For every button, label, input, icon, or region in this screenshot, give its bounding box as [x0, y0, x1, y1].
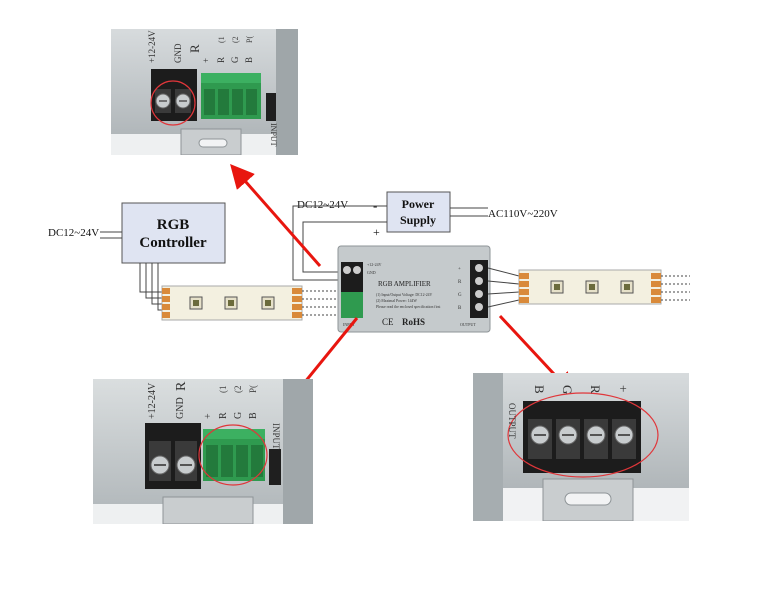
- controller-label-2: Controller: [139, 235, 207, 251]
- label-pin-num-2: (2: [233, 386, 243, 394]
- label-pin-plus: +: [616, 385, 631, 392]
- power-output-label: DC12~24V: [297, 199, 348, 211]
- highlight-circle: [507, 392, 659, 478]
- label-pin-g: G: [560, 385, 575, 394]
- amp-input-label: INPUT: [343, 322, 355, 327]
- power-label-1: Power: [402, 197, 435, 211]
- label-pin-num-2: (2: [231, 36, 240, 43]
- amp-out-r: R: [458, 280, 462, 285]
- photo-input-terminal-bottom-left-graphic: +12-24V GND R + R G B (1 (2 P( INPUT: [93, 379, 313, 524]
- amp-ce: CE: [382, 317, 394, 327]
- label-pin-num-1: (1: [217, 36, 226, 43]
- amp-rohs: RoHS: [402, 317, 425, 327]
- amp-line2: (2) Maximal Power: 144W: [376, 299, 417, 303]
- label-big-r: R: [187, 44, 202, 53]
- amp-line3: Please read the enclosed specification f…: [376, 305, 441, 309]
- photo-output-terminal-bottom-right: B G R + OUTPUT: [473, 373, 689, 521]
- label-input: INPUT: [269, 123, 278, 147]
- power-input-label: AC110V~220V: [488, 208, 558, 220]
- controller-label-1: RGB: [157, 217, 190, 233]
- label-big-r: R: [174, 381, 189, 391]
- amp-out-g: G: [458, 293, 462, 298]
- label-pin-plus: +: [201, 58, 211, 63]
- amp-vin: +12-24V: [367, 262, 382, 267]
- photo-input-terminal-top: +12-24V GND R + R G B (1 (2 P( INPUT: [111, 29, 298, 155]
- label-pin-num-1: (1: [218, 386, 228, 394]
- label-pin-r: R: [588, 385, 603, 394]
- label-pin-num-3: P(: [248, 385, 258, 393]
- amp-out-b: B: [458, 306, 462, 311]
- photo-input-terminal-bottom-left: +12-24V GND R + R G B (1 (2 P( INPUT: [93, 379, 313, 524]
- label-gnd: GND: [173, 43, 183, 63]
- rgb-controller-box: [121, 202, 226, 264]
- power-label-2: Supply: [400, 213, 436, 227]
- amp-out-plus: +: [458, 267, 461, 272]
- power-supply-box: [386, 191, 451, 233]
- label-pin-b: B: [248, 412, 259, 419]
- label-pin-b: B: [244, 57, 254, 63]
- amp-gnd: GND: [367, 270, 376, 275]
- arrow-to-top-photo: [230, 163, 322, 267]
- label-vin: +12-24V: [147, 30, 157, 63]
- label-pin-g: G: [233, 412, 244, 419]
- amp-title: RGB AMPLIFIER: [378, 280, 431, 288]
- highlight-circle: [150, 80, 196, 126]
- label-pin-r: R: [216, 57, 226, 63]
- label-pin-plus: +: [203, 413, 214, 419]
- amp-output-label: OUTPUT: [460, 322, 476, 327]
- label-pin-g: G: [230, 56, 240, 63]
- label-pin-b: B: [532, 385, 547, 394]
- photo-output-terminal-bottom-right-graphic: B G R + OUTPUT: [473, 373, 689, 521]
- photo-input-terminal-top-graphic: +12-24V GND R + R G B (1 (2 P( INPUT: [111, 29, 298, 155]
- plus-sign: +: [373, 225, 380, 239]
- label-output: OUTPUT: [507, 403, 517, 439]
- label-gnd: GND: [175, 397, 186, 419]
- label-input: INPUT: [271, 423, 281, 450]
- label-pin-r: R: [218, 412, 229, 419]
- label-pin-num-3: P(: [245, 36, 254, 43]
- highlight-circle: [198, 424, 268, 486]
- label-vin: +12-24V: [147, 382, 158, 419]
- rgb-amplifier: [337, 245, 491, 333]
- amp-line1: (1) Input/Output Voltage: DC12-24V: [376, 293, 433, 297]
- controller-input-label: DC12~24V: [48, 227, 99, 239]
